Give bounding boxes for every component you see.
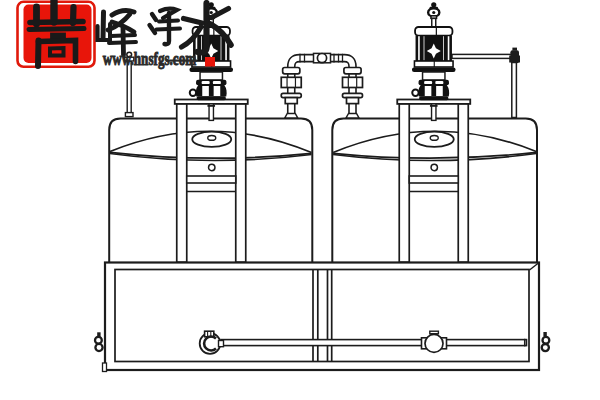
svg-text:www.hnsfgs.com: www.hnsfgs.com	[103, 49, 196, 70]
